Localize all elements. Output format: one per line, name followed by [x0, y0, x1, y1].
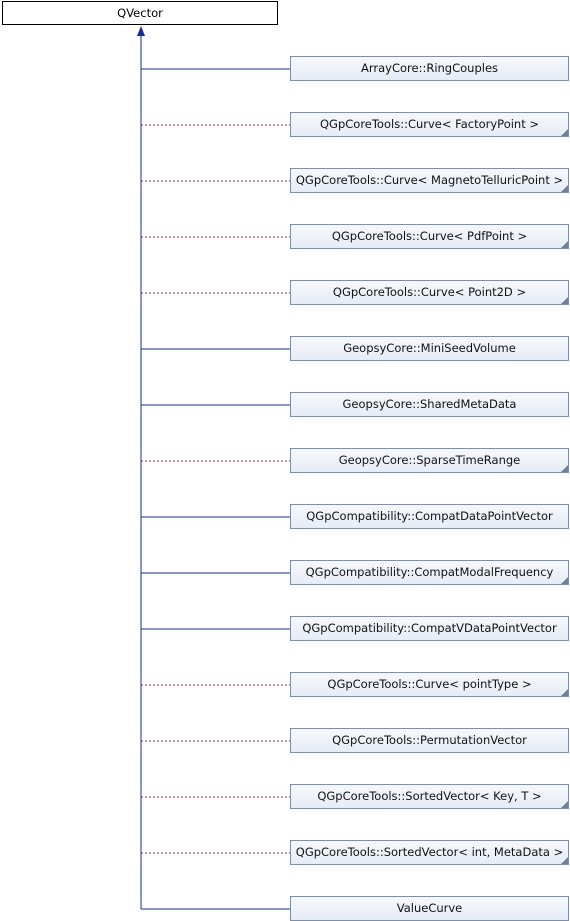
derived-class-label: QGpCoreTools::Curve< MagnetoTelluricPoin…	[295, 173, 564, 187]
base-class-node[interactable]: QVector	[2, 1, 278, 25]
derived-class-label: QGpCoreTools::Curve< FactoryPoint >	[319, 117, 540, 131]
derived-class-label: GeopsyCore::SparseTimeRange	[338, 453, 521, 467]
derived-class-label: GeopsyCore::MiniSeedVolume	[343, 341, 516, 355]
derived-class-label: QGpCoreTools::SortedVector< int, MetaDat…	[295, 845, 564, 859]
derived-class-node[interactable]: GeopsyCore::SharedMetaData	[290, 392, 569, 417]
derived-class-node[interactable]: QGpCoreTools::SortedVector< int, MetaDat…	[290, 840, 569, 865]
derived-class-label: QGpCoreTools::Curve< pointType >	[327, 677, 532, 691]
derived-class-label: QGpCoreTools::SortedVector< Key, T >	[317, 789, 542, 803]
derived-class-label: QGpCompatibility::CompatDataPointVector	[306, 509, 553, 523]
derived-class-label: ArrayCore::RingCouples	[360, 61, 499, 75]
derived-class-node[interactable]: QGpCoreTools::Curve< pointType >	[290, 672, 569, 697]
derived-class-label: QGpCoreTools::PermutationVector	[332, 733, 527, 747]
derived-class-node[interactable]: QGpCompatibility::CompatModalFrequency	[290, 560, 569, 585]
derived-class-node[interactable]: QGpCompatibility::CompatVDataPointVector	[290, 616, 569, 641]
derived-class-node[interactable]: QGpCoreTools::SortedVector< Key, T >	[290, 784, 569, 809]
derived-class-label: QGpCoreTools::Curve< Point2D >	[332, 285, 527, 299]
derived-class-node[interactable]: QGpCoreTools::PermutationVector	[290, 728, 569, 753]
derived-class-label: QGpCompatibility::CompatVDataPointVector	[302, 621, 557, 635]
derived-class-node[interactable]: GeopsyCore::MiniSeedVolume	[290, 336, 569, 361]
derived-class-node[interactable]: ArrayCore::RingCouples	[290, 56, 569, 81]
derived-class-node[interactable]: QGpCoreTools::Curve< MagnetoTelluricPoin…	[290, 168, 569, 193]
derived-class-node[interactable]: ValueCurve	[290, 896, 569, 921]
derived-class-node[interactable]: QGpCoreTools::Curve< Point2D >	[290, 280, 569, 305]
derived-class-node[interactable]: GeopsyCore::SparseTimeRange	[290, 448, 569, 473]
derived-class-label: QGpCoreTools::Curve< PdfPoint >	[331, 229, 528, 243]
derived-class-node[interactable]: QGpCoreTools::Curve< FactoryPoint >	[290, 112, 569, 137]
inheritance-arrowhead	[137, 26, 145, 36]
derived-class-node[interactable]: QGpCompatibility::CompatDataPointVector	[290, 504, 569, 529]
derived-class-node[interactable]: QGpCoreTools::Curve< PdfPoint >	[290, 224, 569, 249]
base-class-label: QVector	[117, 6, 163, 20]
derived-class-label: QGpCompatibility::CompatModalFrequency	[305, 565, 554, 579]
derived-class-label: ValueCurve	[396, 901, 463, 915]
derived-class-label: GeopsyCore::SharedMetaData	[342, 397, 517, 411]
